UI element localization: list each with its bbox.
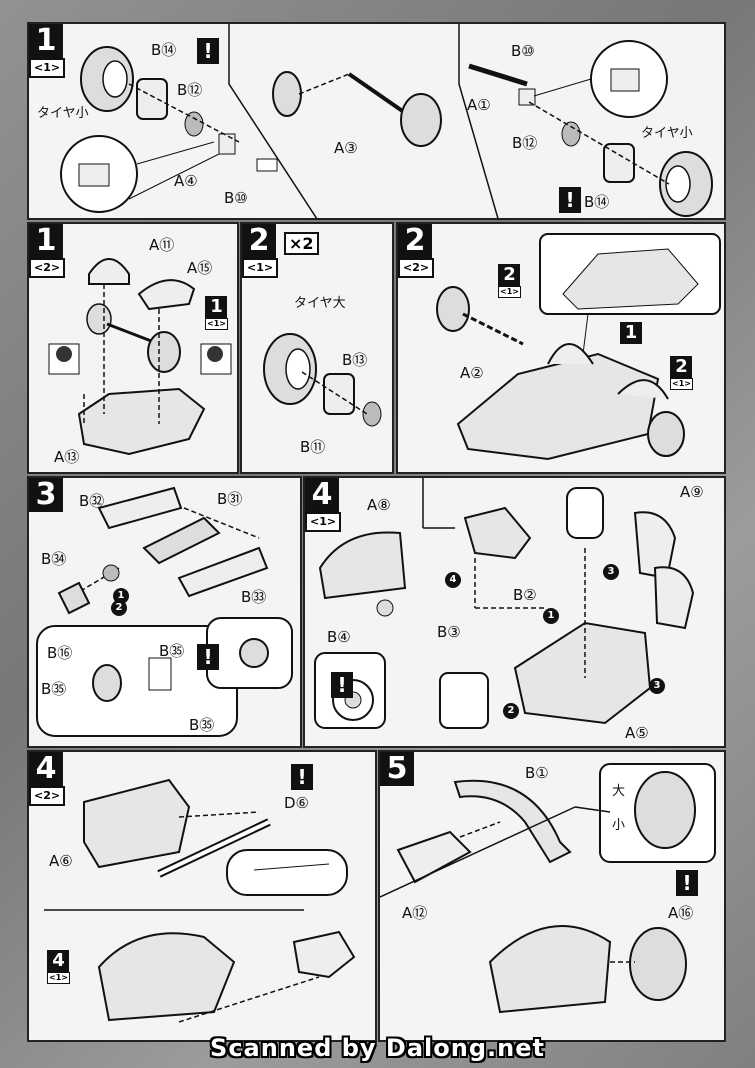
panel-step-4-1: 4 <1> A⑧ B④ ! A⑨ B② B③ A⑤ 1 2 3 3 4 [303,476,726,748]
step-5-drawing [380,763,716,1014]
step-1-1-drawing [60,24,713,218]
part-label: B⑫ [512,134,538,152]
part-label: B④ [327,628,351,646]
part-label: タイヤ小 [37,106,89,121]
warning-icon: ! [197,644,219,670]
part-label: B㉛ [217,490,243,508]
step-number: 1 [29,224,63,258]
part-label: A③ [334,139,358,157]
part-label: A⑮ [187,259,213,277]
part-label: B⑫ [177,81,203,99]
part-label: B⑩ [224,189,248,207]
part-label: A⑯ [668,904,694,922]
panel-step-3: 3 B㉜ B㉛ B㉞ B㉝ B⑯ B㉟ B㉟ B㉟ ! 1 2 [27,476,302,748]
warning-icon: ! [197,38,219,64]
part-label: B㉟ [189,716,215,734]
part-label: B⑯ [47,644,73,662]
part-label: D⑥ [284,794,309,812]
part-label: A⑧ [367,496,391,514]
panel-step-1-1: 1 <1> ! ! B⑭ B⑫ A④ B [27,22,726,220]
warning-icon: ! [291,764,313,790]
part-label: A⑫ [402,904,428,922]
part-label: B⑭ [584,193,610,211]
step-number: 4 [305,478,339,512]
part-label: 大 [612,784,626,799]
part-label: B③ [437,623,461,641]
step-reference: 2<1> [670,356,693,390]
part-label: A⑥ [49,852,73,870]
substep-label: <1> [305,512,342,532]
panel-step-2-2: 2 <2> 2<1> 1 2<1> A② [396,222,726,474]
step-reference: 1<1> [205,296,228,330]
part-label: A① [467,96,491,114]
scan-credit: Scanned by Dalong.net [210,1034,545,1062]
quantity-badge: ×2 [284,232,319,255]
part-label: A⑤ [625,724,649,742]
step-3-drawing [36,486,293,737]
step-2-2-drawing [436,233,721,461]
panel-step-2-1: 2 <1> ×2 タイヤ大 B⑬ B⑪ [240,222,394,474]
part-label: B⑩ [511,42,535,60]
panel-step-4-2: 4 <2> ! D⑥ A⑥ 4<1> [27,750,377,1042]
order-marker: 2 [503,703,519,719]
order-marker: 2 [111,600,127,616]
part-label: タイヤ小 [641,126,693,141]
order-marker: 4 [445,572,461,588]
part-label: B① [525,764,549,782]
substep-label: <1> [242,258,279,278]
part-label: A⑪ [149,236,175,254]
part-label: A⑨ [680,483,704,501]
part-label: タイヤ大 [294,296,346,311]
part-label: B㉞ [41,550,67,568]
step-number: 5 [380,752,414,786]
part-label: B⑭ [151,41,177,59]
step-number: 2 [242,224,276,258]
order-marker: 3 [649,678,665,694]
step-2-1-drawing [263,333,382,427]
part-label: B㉟ [159,642,185,660]
step-reference: 1 [620,322,642,344]
part-label: A⑬ [54,448,80,466]
part-label: B⑬ [342,351,368,369]
step-reference: 4<1> [47,950,70,984]
step-reference: 2<1> [498,264,521,298]
part-label: B⑪ [300,438,326,456]
step-number: 4 [29,752,63,786]
order-marker: 3 [603,564,619,580]
warning-icon: ! [331,672,353,698]
part-label: B㉟ [41,680,67,698]
part-label: A② [460,364,484,382]
panel-step-1-2: 1 <2> A⑪ A⑮ A⑬ 1<1> [27,222,239,474]
substep-label: <1> [29,58,66,78]
substep-label: <2> [29,258,66,278]
substep-label: <2> [29,786,66,806]
part-label: B㉜ [79,492,105,510]
part-label: A④ [174,172,198,190]
warning-icon: ! [676,870,698,896]
step-4-2-drawing [44,778,356,1023]
order-marker: 1 [543,608,559,624]
warning-icon: ! [559,187,581,213]
substep-label: <2> [398,258,435,278]
step-number: 3 [29,478,63,512]
step-number: 1 [29,24,63,58]
part-label: B② [513,586,537,604]
part-label: B㉝ [241,588,267,606]
step-1-2-drawing [48,258,232,456]
panel-step-5: 5 B① A⑫ 大 小 ! A⑯ [378,750,726,1042]
step-number: 2 [398,224,432,258]
part-label: 小 [612,818,626,833]
